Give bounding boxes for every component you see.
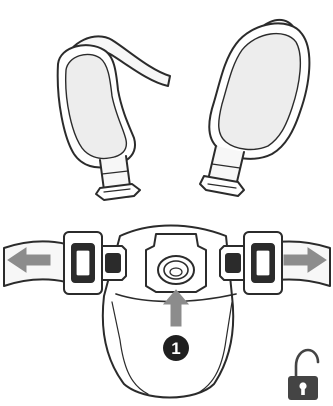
step-number-badge: 1 xyxy=(163,335,189,361)
right-shoulder-pad-icon xyxy=(200,20,309,196)
unlock-icon xyxy=(288,350,318,400)
step-number-label: 1 xyxy=(171,339,180,358)
left-shoulder-pad-icon xyxy=(58,36,170,200)
central-buckle xyxy=(146,234,206,292)
